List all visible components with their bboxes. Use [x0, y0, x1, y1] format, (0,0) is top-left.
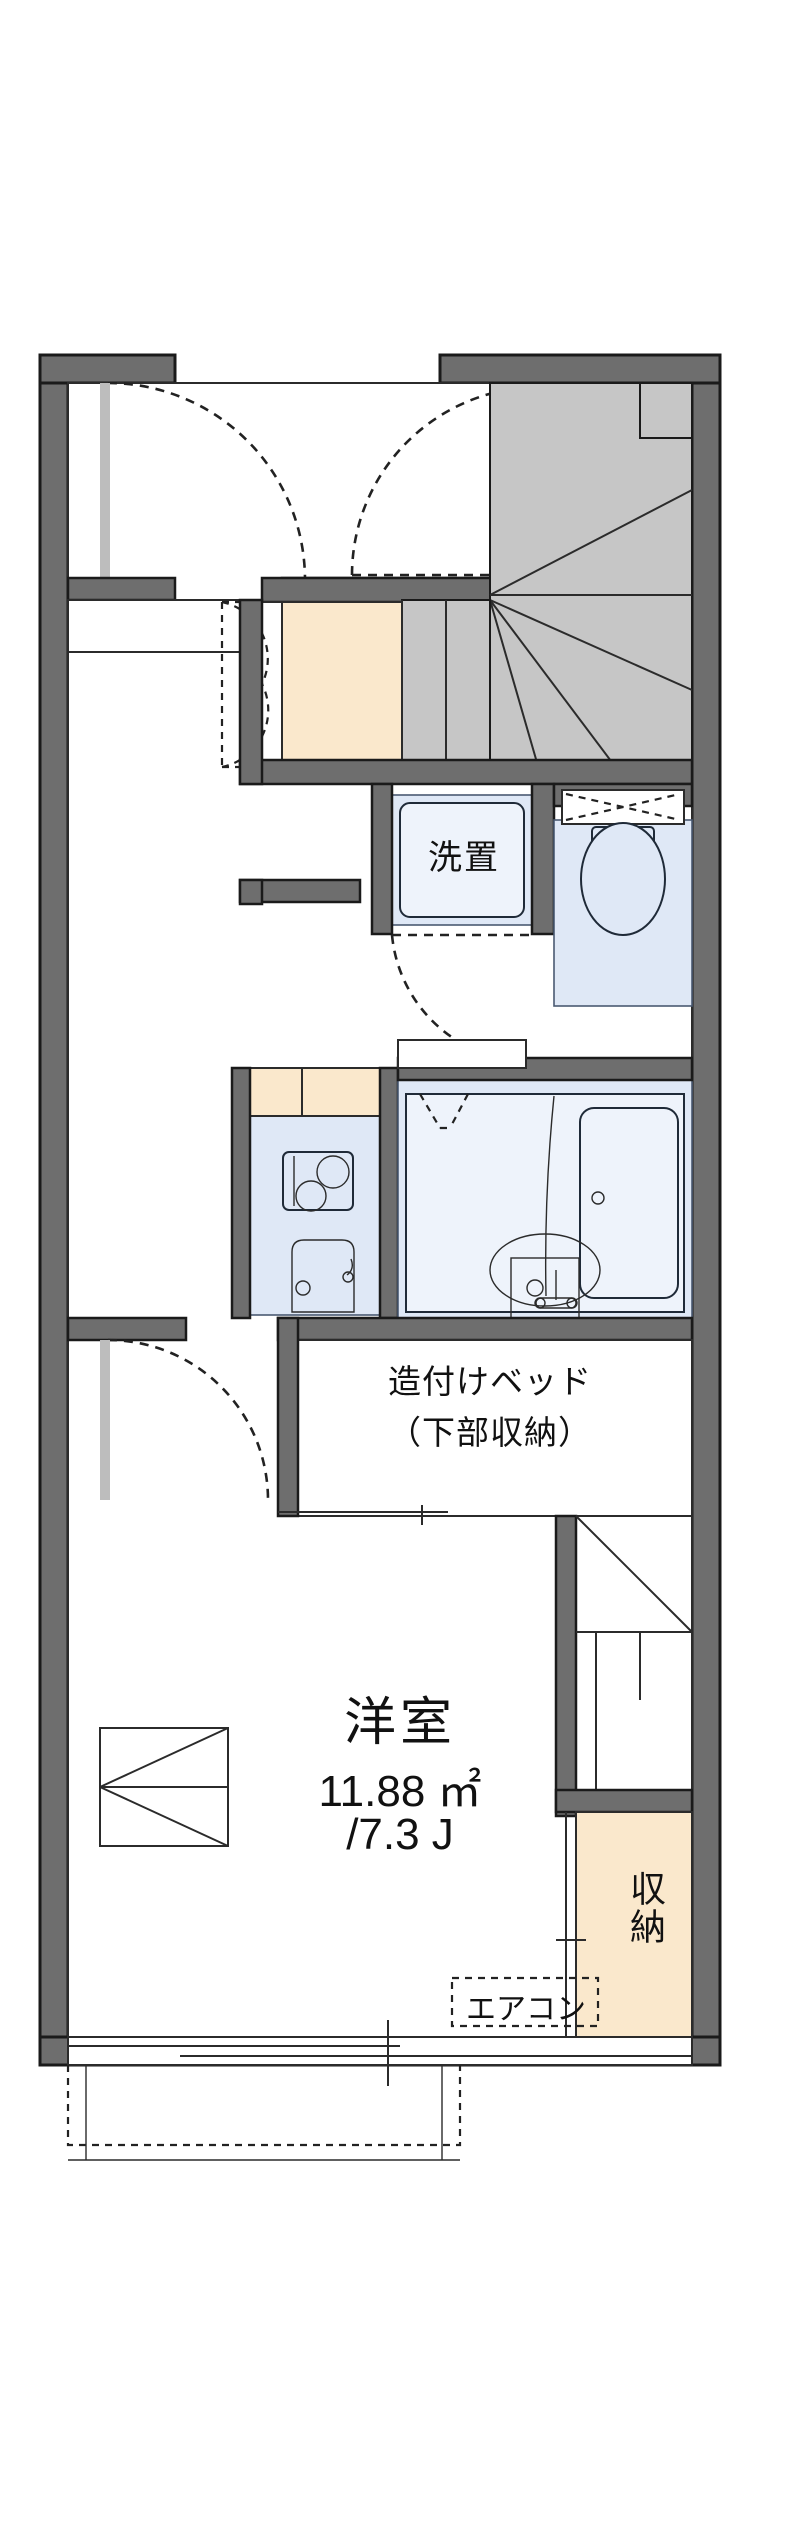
label-closet: 収納: [625, 1870, 666, 1946]
stair-winder-4: [489, 599, 541, 774]
sliding-window-frame: [67, 2036, 693, 2066]
label-room-area: 11.88 ㎡: [318, 1767, 482, 1816]
shoe-box-door-panel: [261, 601, 283, 768]
label-built-in-bed-line1: 造付けベッド: [388, 1363, 592, 1400]
bathtub: [579, 1107, 679, 1299]
toilet-window-dash: [565, 792, 681, 822]
kitchen-upper-cabinet: [249, 1067, 381, 1117]
wall-bed-top: [276, 1316, 694, 1342]
kitchen-faucet-base: [342, 1271, 354, 1283]
entrance-door-jamb: [100, 383, 110, 580]
wash-basin-drain: [526, 1279, 544, 1297]
wall-laundry-left: [370, 782, 394, 936]
stair-landing-square: [639, 382, 693, 439]
kitchen-faucet: [346, 1258, 354, 1276]
closet-fold-diagonal: [575, 1515, 693, 1633]
wall-bed-left: [276, 1316, 300, 1518]
room-door-swing-arc: [107, 1338, 270, 1501]
inner-door-swing-arc-top: [350, 385, 541, 576]
label-air-conditioner: エアコン: [466, 1993, 586, 2026]
stair-winder-2: [489, 599, 693, 691]
wall-closet-top: [554, 1788, 694, 1814]
wall-hall-right: [238, 598, 264, 786]
wall-laundry-right: [530, 782, 556, 936]
label-built-in-bed-line2: （下部収納）: [388, 1414, 592, 1451]
air-conditioner-box: [450, 1976, 600, 2028]
genkan-tile: [67, 599, 263, 653]
wall-exterior-right: [690, 353, 722, 2067]
wash-basin-tap-left: [534, 1297, 546, 1309]
wall-exterior-left: [38, 353, 70, 2067]
wall-stair-bottom: [238, 758, 694, 786]
wall-exterior-top-right: [438, 353, 722, 385]
balcony-side-lines: [85, 2065, 443, 2160]
staircase-body: [489, 382, 693, 774]
wash-basin-tap: [535, 1297, 577, 1309]
bathroom-partition: [544, 1095, 555, 1297]
gas-stove-burner-large: [316, 1155, 350, 1189]
bathroom-door: [397, 1039, 527, 1069]
wash-basin-tap-right: [566, 1297, 578, 1309]
bathtub-drain: [591, 1191, 605, 1205]
kitchen-sink-drain: [295, 1280, 311, 1296]
stair-winder-1: [489, 489, 693, 596]
balcony-outline: [66, 2065, 462, 2147]
wall-genkan-left-stub: [66, 576, 177, 602]
kitchen-sink-basin: [291, 1239, 355, 1313]
label-room-name: 洋室: [343, 1694, 456, 1752]
wall-kitchen-left: [230, 1066, 252, 1320]
label-laundry: 洗置: [428, 839, 500, 877]
sliding-window-panes: [68, 2045, 692, 2057]
built-in-bed-area: [277, 1339, 693, 1517]
left-window-hatch: [99, 1727, 229, 1847]
laundry-pan-inner: [399, 802, 525, 918]
label-room-jo: /7.3 J: [346, 1810, 454, 1859]
wall-room-door-head: [66, 1316, 188, 1342]
gas-stove-burner-small: [295, 1180, 327, 1212]
wall-exterior-top-left: [38, 353, 177, 385]
wall-hall-corner: [238, 878, 264, 906]
stair-winder-3: [489, 599, 621, 774]
bathroom-door-dash: [419, 1093, 469, 1130]
toilet-bowl: [580, 822, 667, 936]
room-door-jamb: [100, 1340, 110, 1500]
wash-basin-bowl: [489, 1233, 601, 1307]
wall-kitchen-right: [378, 1066, 400, 1320]
